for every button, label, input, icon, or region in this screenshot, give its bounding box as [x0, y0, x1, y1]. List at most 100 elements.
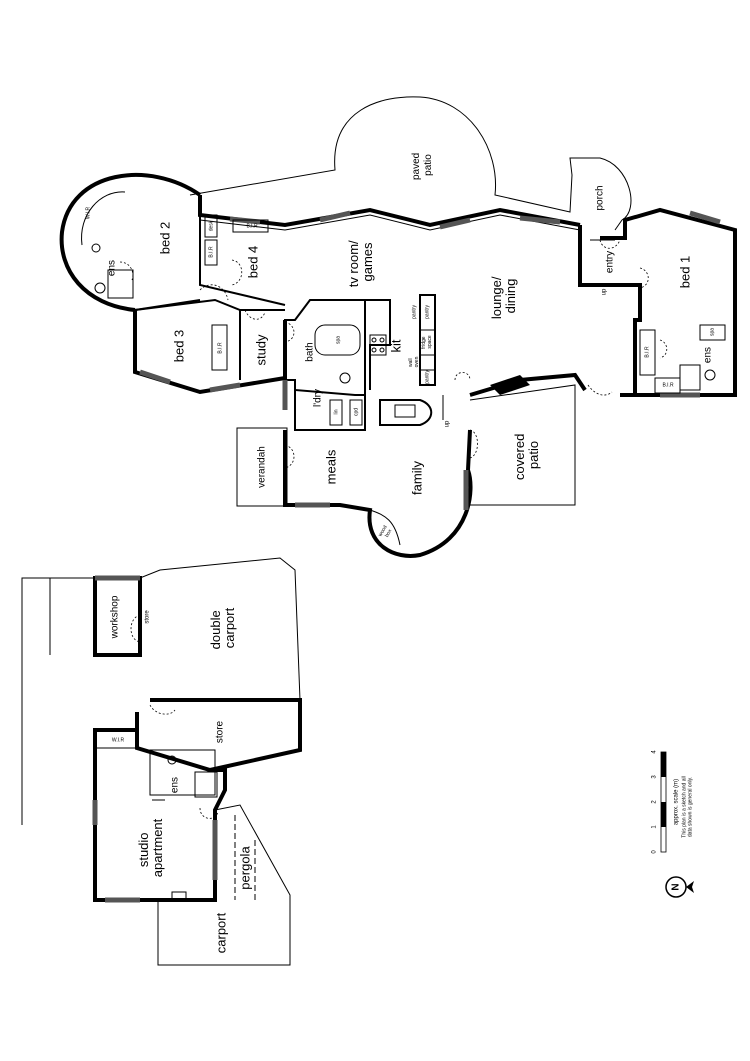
sink [394, 404, 416, 418]
family-label: family [409, 461, 424, 495]
spa-bath-label: spa [335, 336, 341, 344]
shower-icon [679, 364, 701, 391]
bir-bed3-label: B.I.R [217, 342, 223, 354]
linen-label: lin [333, 409, 339, 414]
wir-studio-label: W.I.R [112, 737, 125, 743]
scale-segment [661, 752, 666, 777]
tv-room-label: tv room/ games [346, 237, 375, 288]
workshop-label: workshop [110, 595, 121, 639]
family-wall [283, 429, 473, 558]
desk-label: desk [208, 220, 214, 231]
window [139, 369, 171, 385]
fireplace [490, 375, 530, 395]
bed2-inner-arc [81, 191, 126, 246]
kit-label: kit [388, 339, 403, 352]
kitchen-bench [365, 299, 391, 390]
bir-bed4-label: B.I.R [246, 223, 258, 229]
desk-box [204, 214, 218, 238]
scale-disclaimer-2: data shown is general only. [687, 777, 693, 837]
door-swing [149, 704, 176, 715]
door-swing [244, 309, 266, 320]
bir-bed1b-label: B.I.R [662, 382, 674, 388]
studio-fixture [171, 891, 187, 901]
compass-letter: N [671, 883, 682, 890]
carport-label: carport [213, 912, 228, 953]
carport-outline [157, 900, 291, 966]
scale-tick-1: 1 [652, 825, 658, 829]
bir-bed3-box [211, 324, 228, 371]
meals-label: meals [323, 449, 338, 484]
bed2-bed4-div [134, 299, 201, 311]
door-swing [587, 384, 613, 396]
scale-disclaimer-1: This plan is a sketch and all [681, 776, 687, 837]
verandah-label: verandah [257, 446, 268, 488]
bir-bed2-box [204, 239, 218, 266]
bed3-label: bed 3 [171, 330, 186, 363]
pantry3-label: pantry [411, 305, 417, 319]
paved-patio-label: paved patio [411, 150, 434, 180]
door-swing [659, 339, 668, 359]
carport-site-outline [21, 557, 301, 825]
north-arrow-icon [686, 881, 694, 893]
door-swing [599, 239, 621, 249]
window [439, 217, 471, 230]
toilet-icon [94, 282, 106, 294]
bir-bed1b-box [654, 377, 681, 394]
wood-box-arc [369, 509, 401, 546]
door-swing [130, 614, 141, 643]
scale-bar: 0 1 2 3 4 approx. scale (m) This plan is… [652, 750, 694, 854]
door-swing [199, 807, 219, 819]
ens-bed1-label: ens [703, 347, 714, 363]
wir-bed2-label: W.I.R [85, 207, 91, 220]
pantry1-label: pantry [424, 305, 430, 319]
kitchen-up-label: up [445, 420, 451, 427]
pantry2-label: pantry [424, 370, 430, 384]
studio-apartment-label: studio apartment [136, 818, 165, 877]
basin-icon [91, 243, 101, 253]
bir-bed1a-box [639, 329, 656, 376]
bed3-div [134, 298, 285, 311]
studio-shower-icon [194, 771, 218, 798]
bed2-label: bed 2 [157, 222, 172, 255]
north-compass: N [665, 876, 694, 898]
store-big-label: store [215, 720, 226, 743]
lounge-dining-label: lounge/ dining [489, 273, 518, 319]
scale-segment [661, 802, 666, 827]
covered-patio-outline [469, 384, 576, 506]
window [689, 210, 721, 225]
scale-tick-2: 2 [652, 800, 658, 804]
paved-patio-outline [189, 96, 632, 231]
door-swing [639, 267, 649, 289]
toilet-icon [339, 372, 351, 384]
scale-tick-0: 0 [652, 850, 658, 854]
scale-tick-4: 4 [652, 750, 658, 754]
ldry-label: l'dry [313, 389, 324, 407]
bed4-div [199, 215, 286, 306]
pantry-dividers [420, 329, 435, 371]
fridge-space-label: fridge space [421, 335, 433, 349]
porch-label: porch [595, 185, 606, 210]
bir-bed1a-label: B.I.R [644, 346, 650, 358]
bir-bed2-label: B.I.R [208, 246, 214, 258]
pantry-block [419, 294, 436, 386]
wall-oven-label: wall oven [408, 356, 420, 367]
double-carport-label: double carport [208, 607, 237, 650]
ens-bed2-label: ens [107, 260, 118, 276]
burner-icon [371, 347, 377, 353]
toilet-icon [167, 755, 177, 765]
covered-patio-label: covered patio [512, 430, 541, 480]
store-walls [135, 698, 302, 773]
study-label: study [253, 334, 268, 366]
burner-icon [379, 347, 385, 353]
outbuilding: workshop store double carport store W.I.… [21, 557, 302, 966]
window [319, 210, 351, 223]
bed1-block [578, 207, 737, 397]
ens-spa-tub [699, 324, 726, 341]
spa-tub [314, 324, 361, 356]
wood-box-label: wood box [378, 523, 395, 541]
cooktop [369, 334, 387, 356]
bed4-label: bed 4 [245, 246, 260, 279]
scale-tick-3: 3 [652, 775, 658, 779]
laundry-block [294, 390, 366, 431]
main-house: paved patio porch entry up bed 1 bed 2 b… [59, 96, 737, 558]
